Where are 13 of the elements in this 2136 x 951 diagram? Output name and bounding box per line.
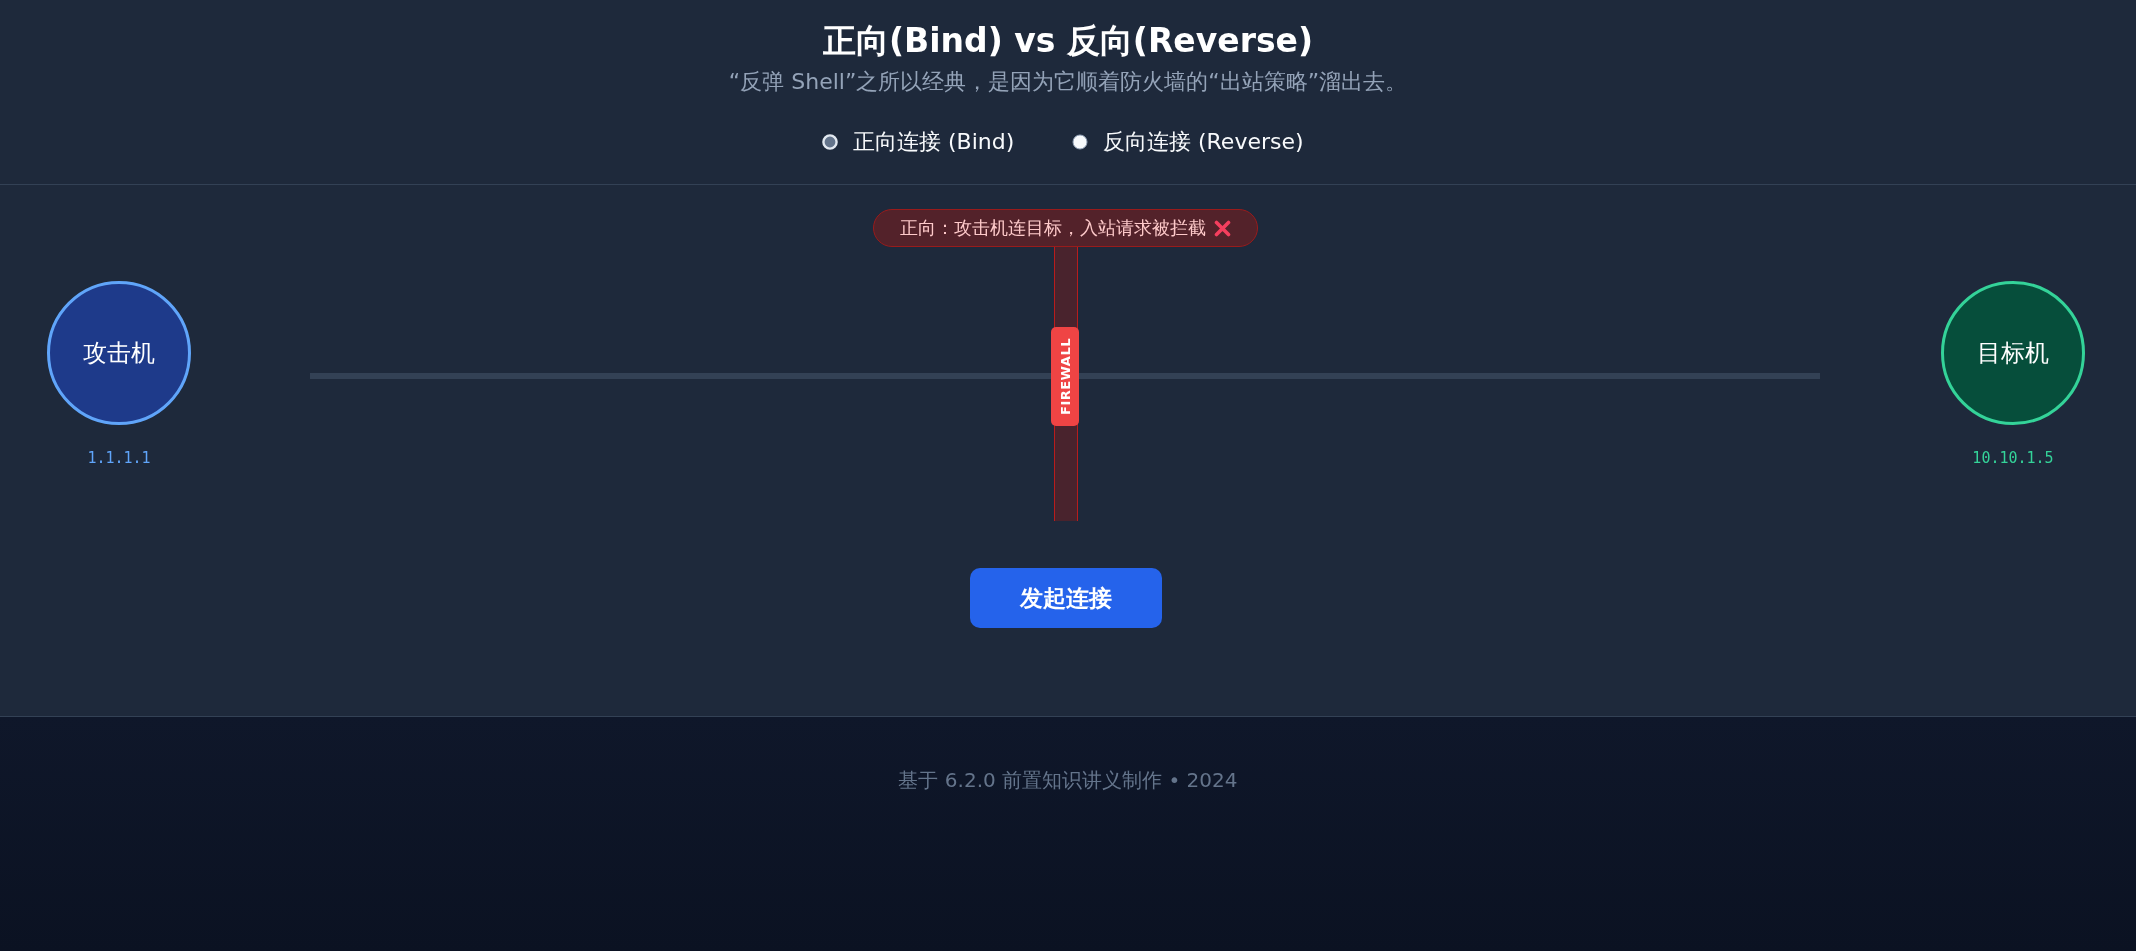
status-message: 正向：攻击机连目标，入站请求被拦截 [900,216,1206,240]
host-name: 攻击机 [83,338,155,369]
status-badge [873,209,1258,247]
ip-address: 1.1.1.1 [87,449,151,467]
radio-label: 反向连接 (Reverse) [1103,128,1304,156]
connect-button: 发起连接 [970,568,1162,628]
radio-label: 正向连接 (Bind) [853,128,1015,156]
subtitle: “反弹 Shell”之所以经典，是因为它顺着防火墙的“出站策略”溜出去。 [728,68,1408,96]
diagram-title: 正向(Bind) vs 反向(Reverse) [823,19,1313,62]
firewall-tag: FIREWALL [1051,327,1079,426]
ip-address: 10.10.1.5 [1972,449,2054,467]
footer-note: 基于 6.2.0 前置知识讲义制作 • 2024 [898,766,1238,794]
host-name: 目标机 [1977,338,2049,369]
